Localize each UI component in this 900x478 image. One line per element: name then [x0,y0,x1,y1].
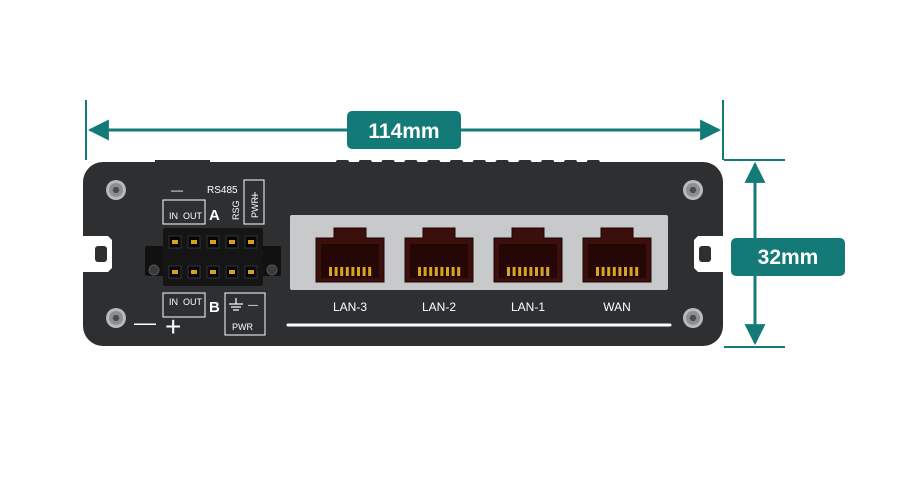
mounting-slot-left [83,236,112,272]
plus-big-label: + [165,311,181,342]
in-out-bottom-box [162,292,206,318]
minus-big-label: — [134,310,156,335]
pwr-top-label: PWR [250,197,260,218]
in-out-top-box [162,199,206,225]
terminal-connector [145,228,281,286]
connector-screw-left [148,264,160,276]
rj45-port-icon [315,227,385,283]
a-label: A [209,207,220,224]
terminal-pin [168,265,182,279]
terminal-pin [187,265,201,279]
width-label: 114mm [368,120,439,143]
pwr-bottom-box [224,292,266,336]
terminal-pin [225,235,239,249]
rsg-label: RSG [231,200,241,220]
terminal-pin [244,235,258,249]
terminal-block-area: — RS485 IN OUT A RSG PWR + IN OUT B [134,179,281,342]
screw-icon [683,308,703,328]
ground-icon [229,298,243,311]
minus-bottom-label: — [248,300,258,311]
height-dimension: 32mm [724,159,845,348]
rj45-port-icon [493,227,563,283]
height-label: 32mm [758,246,819,269]
pwr-bottom-label: PWR [232,322,253,332]
screw-icon [106,308,126,328]
minus-top-label: — [171,183,183,197]
terminal-pin [206,235,220,249]
port-label: LAN-2 [422,300,456,314]
out-top-label: OUT [183,211,203,221]
in-top-label: IN [169,211,178,221]
b-label: B [209,299,220,316]
port-label: LAN-1 [511,300,545,314]
connector-screw-right [266,264,278,276]
terminal-pin [168,235,182,249]
pwr-top-box [243,179,265,225]
out-bottom-label: OUT [183,297,203,307]
in-bottom-label: IN [169,297,178,307]
rj45-port-icon [404,227,474,283]
rs485-label: RS485 [207,185,238,196]
device-front-panel: — RS485 IN OUT A RSG PWR + IN OUT B [83,160,723,346]
terminal-pin [206,265,220,279]
port-label: WAN [603,300,631,314]
terminal-pin [244,265,258,279]
width-badge [347,111,461,149]
port-label: LAN-3 [333,300,367,314]
mounting-slot-right [694,236,723,272]
terminal-pin [187,235,201,249]
screw-icon [106,180,126,200]
screw-icon [683,180,703,200]
rj45-port-icon [582,227,652,283]
height-badge [731,238,845,276]
plus-top-label: + [247,191,262,199]
width-dimension: 114mm [85,100,724,160]
terminal-pin [225,265,239,279]
